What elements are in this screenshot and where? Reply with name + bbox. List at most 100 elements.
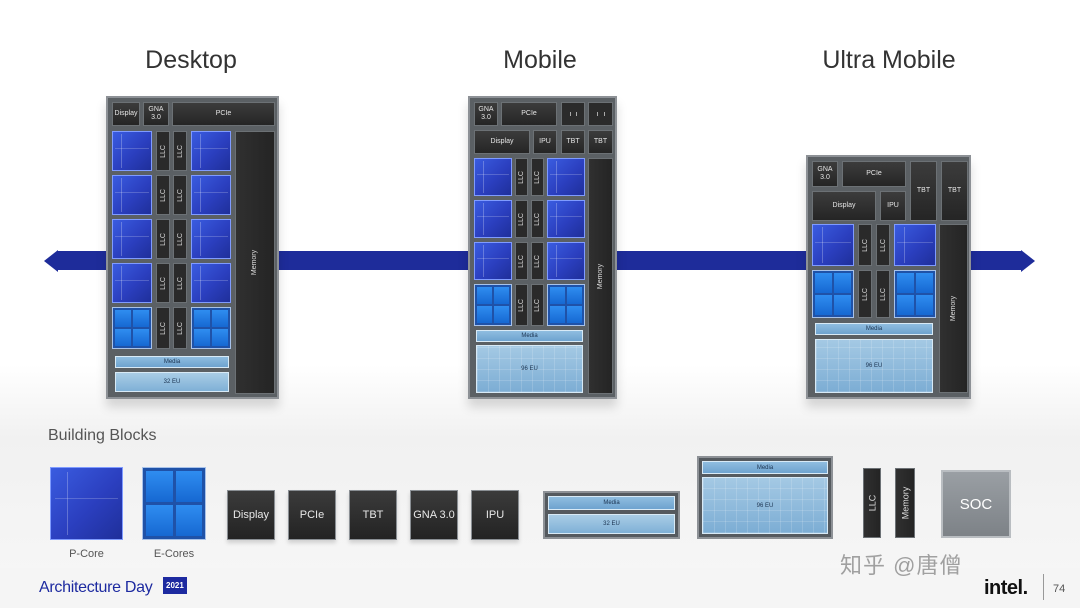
p-core	[474, 158, 512, 196]
legend-gfx-96eu: Media 96 EU	[697, 456, 833, 539]
legend-soc: SOC	[941, 470, 1011, 538]
p-core	[474, 200, 512, 238]
legend-e-cores-label: E-Cores	[153, 548, 195, 560]
legend-gna: GNA 3.0	[410, 490, 458, 540]
media-block: Media	[476, 330, 583, 342]
pcie-block: PCIe	[172, 102, 275, 126]
media-block: Media	[815, 323, 933, 335]
legend-pcie: PCIe	[288, 490, 336, 540]
legend-tbt: TBT	[349, 490, 397, 540]
llc-block: LLC	[156, 131, 170, 171]
e-core-cluster	[812, 270, 854, 318]
graphics-96eu: 96 EU	[815, 339, 933, 393]
llc-block: LLC	[173, 175, 187, 215]
display-block: Display	[812, 191, 876, 221]
arrow-left-icon	[44, 250, 58, 272]
llc-block: LLC	[876, 224, 890, 266]
p-core	[112, 175, 152, 215]
p-core	[191, 219, 231, 259]
llc-block: LLC	[515, 200, 528, 238]
legend-96eu: 96 EU	[702, 477, 828, 534]
p-core	[191, 131, 231, 171]
legend-p-core-label: P-Core	[69, 548, 104, 560]
llc-block: LLC	[173, 219, 187, 259]
tbt-block: TBT	[941, 161, 968, 221]
p-core	[112, 219, 152, 259]
llc-block: LLC	[531, 158, 544, 196]
desktop-title: Desktop	[145, 46, 237, 74]
intel-logo: intel.	[984, 577, 1028, 599]
e-core-cluster	[894, 270, 936, 318]
media-block: Media	[115, 356, 229, 368]
legend-gfx-32eu: Media 32 EU	[543, 491, 680, 539]
legend-memory: Memory	[895, 468, 915, 538]
legend-32eu: 32 EU	[548, 514, 675, 534]
gna-block: GNA 3.0	[474, 102, 498, 126]
p-core	[812, 224, 854, 266]
e-core-cluster	[547, 284, 585, 326]
tbt-block	[588, 102, 613, 126]
ipu-block: IPU	[880, 191, 906, 221]
arrow-right-icon	[1021, 250, 1035, 272]
p-core	[191, 175, 231, 215]
memory-block: Memory	[235, 131, 275, 394]
mobile-title: Mobile	[503, 46, 577, 74]
p-core	[547, 242, 585, 280]
legend-ipu: IPU	[471, 490, 519, 540]
year-badge: 2021	[163, 577, 187, 594]
memory-block: Memory	[588, 158, 613, 394]
legend-e-cores	[142, 467, 206, 540]
legend-display: Display	[227, 490, 275, 540]
llc-block: LLC	[156, 175, 170, 215]
llc-block: LLC	[531, 284, 544, 326]
llc-block: LLC	[156, 263, 170, 303]
p-core	[191, 263, 231, 303]
footer-divider	[1043, 574, 1044, 600]
llc-block: LLC	[876, 270, 890, 318]
ultra-mobile-title: Ultra Mobile	[822, 46, 956, 74]
legend-p-core	[50, 467, 123, 540]
tbt-block	[561, 102, 585, 126]
tbt-block: TBT	[588, 130, 613, 154]
building-blocks-title: Building Blocks	[48, 427, 157, 444]
llc-block: LLC	[515, 284, 528, 326]
e-core-cluster	[191, 307, 231, 349]
p-core	[547, 158, 585, 196]
memory-block: Memory	[939, 224, 968, 393]
llc-block: LLC	[173, 307, 187, 349]
display-block: Display	[112, 102, 140, 126]
e-core-cluster	[112, 307, 152, 349]
graphics-32eu: 32 EU	[115, 372, 229, 392]
page-number: 74	[1053, 583, 1066, 595]
llc-block: LLC	[156, 307, 170, 349]
gna-block: GNA 3.0	[143, 102, 169, 126]
llc-block: LLC	[173, 131, 187, 171]
p-core	[894, 224, 936, 266]
gna-block: GNA 3.0	[812, 161, 838, 187]
p-core	[112, 131, 152, 171]
tbt-block: TBT	[910, 161, 937, 221]
ipu-block: IPU	[533, 130, 557, 154]
llc-block: LLC	[173, 263, 187, 303]
legend-llc: LLC	[863, 468, 881, 538]
display-block: Display	[474, 130, 530, 154]
llc-block: LLC	[858, 270, 872, 318]
llc-block: LLC	[531, 242, 544, 280]
mobile-die: GNA 3.0 PCIe Display IPU TBT TBT LLC LLC…	[468, 96, 617, 399]
legend-media: Media	[548, 496, 675, 510]
e-core-cluster	[474, 284, 512, 326]
ultra-mobile-die: GNA 3.0 PCIe TBT TBT Display IPU LLC LLC…	[806, 155, 971, 399]
p-core	[474, 242, 512, 280]
p-core	[112, 263, 152, 303]
event-name: Architecture Day	[39, 579, 153, 596]
llc-block: LLC	[531, 200, 544, 238]
desktop-die: Display GNA 3.0 PCIe LLC LLC LLC LLC LLC…	[106, 96, 279, 399]
llc-block: LLC	[156, 219, 170, 259]
tbt-block: TBT	[561, 130, 585, 154]
pcie-block: PCIe	[501, 102, 557, 126]
p-core	[547, 200, 585, 238]
legend-media: Media	[702, 461, 828, 474]
llc-block: LLC	[858, 224, 872, 266]
llc-block: LLC	[515, 158, 528, 196]
llc-block: LLC	[515, 242, 528, 280]
